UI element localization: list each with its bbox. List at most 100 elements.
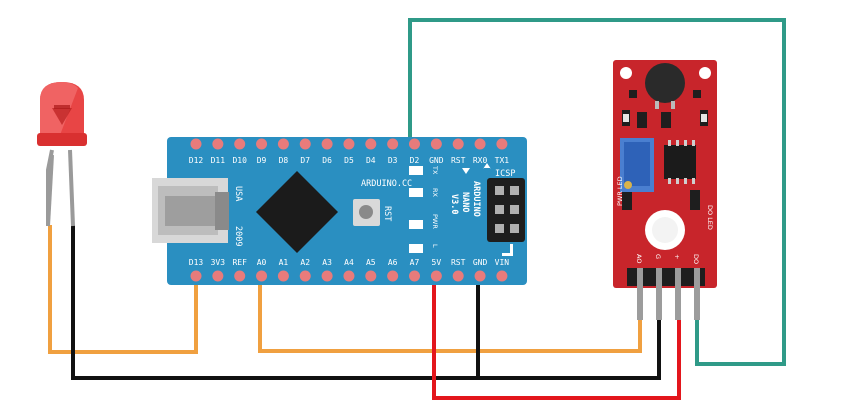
wires <box>48 18 786 400</box>
led-l <box>409 244 423 253</box>
led-tx <box>409 166 423 175</box>
top-pin-6 <box>321 138 333 150</box>
wire-led-to-d13 <box>48 225 198 354</box>
bottom-pin-label-8: A5 <box>366 258 376 267</box>
top-pin-label-12: RST <box>451 156 466 165</box>
top-pin-9 <box>387 138 399 150</box>
bottom-pin-label-5: A2 <box>300 258 310 267</box>
top-pin-4 <box>277 138 289 150</box>
bottom-pin-1 <box>212 270 224 282</box>
bottom-pin-7 <box>343 270 355 282</box>
wire-gnd <box>71 225 661 380</box>
top-pin-row: D12 D11 D10 D9 D8 D7 D6 D5 D4 D3 D2 GND RST RX0 TX1 <box>189 138 510 165</box>
led-l-label: L <box>431 244 439 248</box>
sensor-pin-1 <box>656 268 662 320</box>
top-pin-label-4: D8 <box>279 156 289 165</box>
wire-a0-to-ao <box>258 275 642 353</box>
top-pin-7 <box>343 138 355 150</box>
top-pin-14 <box>496 138 508 150</box>
wire-d2-to-do <box>408 18 786 366</box>
top-pin-label-7: D5 <box>344 156 354 165</box>
bottom-pin-label-4: A1 <box>279 258 289 267</box>
top-pin-label-13: RX0 <box>473 156 488 165</box>
top-pin-label-3: D9 <box>257 156 267 165</box>
sound-sensor-module: PWR LED DO LED AO G + DO <box>613 60 717 320</box>
year-label: 2009 <box>233 226 243 246</box>
bottom-pin-label-9: A6 <box>388 258 398 267</box>
bottom-pin-8 <box>365 270 377 282</box>
top-pin-label-2: D10 <box>232 156 247 165</box>
model-line2: NANO <box>460 192 470 212</box>
sensor-pin-0 <box>637 268 643 320</box>
bottom-pin-label-3: A0 <box>257 258 267 267</box>
led-rx-label: RX <box>431 188 439 198</box>
bottom-pin-14 <box>496 270 508 282</box>
sensor-pin-label-3: DO <box>692 254 700 264</box>
do-led-label: DO LED <box>706 205 714 230</box>
bottom-pin-11 <box>430 270 442 282</box>
sensor-pin-2 <box>675 268 681 320</box>
bottom-pin-label-7: A4 <box>344 258 354 267</box>
bottom-pin-label-1: 3V3 <box>211 258 226 267</box>
microphone <box>645 63 685 103</box>
icsp-label: ICSP <box>495 169 515 179</box>
sensor-pin-3 <box>694 268 700 320</box>
top-pin-label-0: D12 <box>189 156 204 165</box>
bottom-pin-label-14: VIN <box>495 258 510 267</box>
op-amp-chip <box>664 145 696 179</box>
top-pin-2 <box>234 138 246 150</box>
top-pin-label-1: D11 <box>211 156 226 165</box>
bottom-pin-5 <box>299 270 311 282</box>
top-pin-0 <box>190 138 202 150</box>
top-pin-12 <box>452 138 464 150</box>
bottom-pin-label-10: A7 <box>410 258 420 267</box>
model-line1: ARDUINO <box>471 181 481 217</box>
pwr-led-label: PWR LED <box>616 176 624 206</box>
top-pin-10 <box>409 138 420 150</box>
sensor-pin-label-2: + <box>673 254 681 259</box>
led-pwr <box>409 220 423 229</box>
usa-label: USA <box>233 186 243 201</box>
sensor-pin-row: AO G + DO <box>635 254 700 320</box>
model-line3: V3.0 <box>449 194 459 214</box>
bottom-pin-13 <box>474 270 486 282</box>
bottom-pin-label-0: D13 <box>189 258 204 267</box>
bottom-pin-10 <box>409 270 420 282</box>
bottom-pin-12 <box>452 270 464 282</box>
red-led <box>37 82 87 227</box>
bottom-pin-0 <box>190 270 202 282</box>
wire-5v-to-plus <box>432 275 681 400</box>
bottom-pin-label-11: 5V <box>432 258 442 267</box>
sensor-pin-label-1: G <box>654 254 662 259</box>
top-pin-label-14: TX1 <box>495 156 510 165</box>
top-pin-8 <box>365 138 377 150</box>
bottom-pin-4 <box>277 270 289 282</box>
bottom-pin-label-2: REF <box>232 258 247 267</box>
led-pwr-label: PWR <box>431 214 439 229</box>
sensor-pin-label-0: AO <box>635 254 643 263</box>
top-pin-label-8: D4 <box>366 156 376 165</box>
arduino-nano: USA 2009 RST ARDUINO.CC ARDUINO NANO V3.… <box>152 137 527 285</box>
bottom-pin-label-13: GND <box>473 258 488 267</box>
bottom-pin-9 <box>387 270 399 282</box>
top-pin-label-6: D6 <box>322 156 332 165</box>
top-pin-label-11: GND <box>429 156 444 165</box>
bottom-pin-2 <box>234 270 246 282</box>
sensor-header <box>627 268 705 286</box>
bottom-pin-label-6: A3 <box>322 258 332 267</box>
top-pin-3 <box>256 138 268 150</box>
top-pin-5 <box>299 138 311 150</box>
top-pin-label-10: D2 <box>410 156 420 165</box>
top-pin-label-9: D3 <box>388 156 398 165</box>
top-pin-label-5: D7 <box>300 156 310 165</box>
bottom-pin-row: D13 3V3 REF A0 A1 A2 A3 A4 A5 A6 A7 5V RST GND VIN <box>189 258 510 282</box>
bottom-pin-label-12: RST <box>451 258 466 267</box>
top-pin-13 <box>474 138 486 150</box>
icsp-header <box>487 178 525 242</box>
led-tx-label: TX <box>431 165 439 175</box>
brand-label: ARDUINO.CC <box>361 179 412 189</box>
led-rx <box>409 188 423 197</box>
top-pin-1 <box>212 138 224 150</box>
bottom-pin-3 <box>256 270 268 282</box>
